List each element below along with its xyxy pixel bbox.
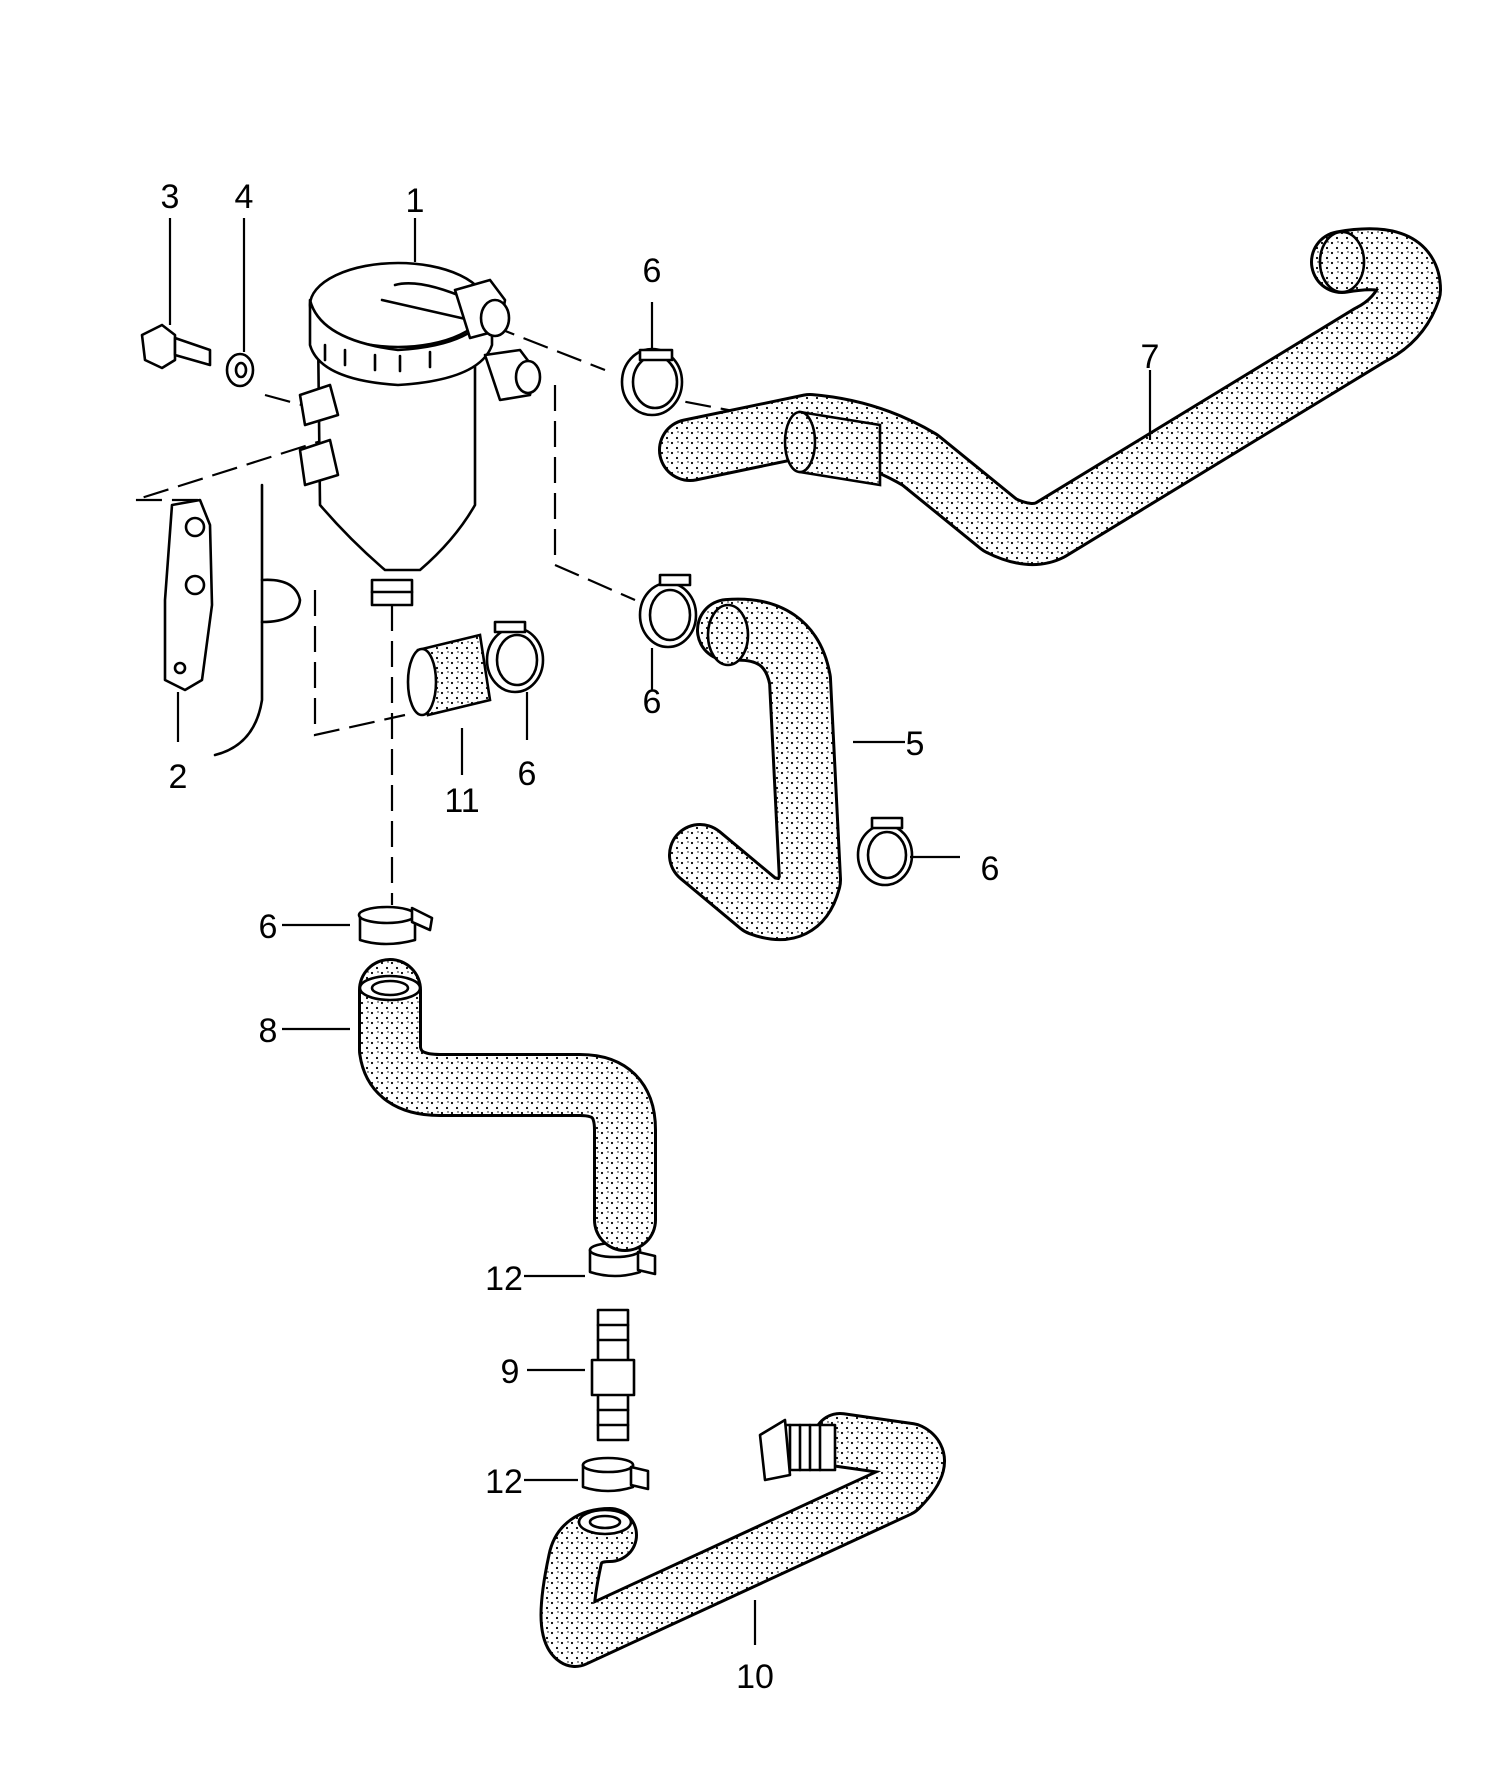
callout-label: 6 (259, 908, 278, 946)
callout-label: 6 (643, 252, 662, 290)
callout-label: 7 (1141, 338, 1160, 376)
sleeve (406, 633, 492, 717)
callout-label: 4 (235, 178, 254, 216)
callout-label: 3 (161, 178, 180, 216)
callout-label: 2 (169, 758, 188, 796)
hose-8 (358, 958, 657, 1252)
clamp-c (485, 620, 545, 694)
hose-clamps (357, 347, 914, 946)
callout-label: 6 (643, 683, 662, 721)
hose-7 (658, 227, 1442, 566)
hoses (358, 227, 1442, 1668)
hose-connector (590, 1308, 636, 1442)
callout-label: 11 (444, 782, 479, 820)
mounting-bracket (163, 498, 214, 692)
clamp-b (638, 573, 698, 649)
callout-label: 5 (906, 725, 925, 763)
callout-label: 12 (485, 1463, 523, 1501)
clamp-a (620, 347, 684, 417)
hose-5 (668, 597, 842, 941)
engine-outline (213, 483, 302, 757)
clamp-12-lower (581, 1456, 650, 1493)
callout-label: 12 (485, 1260, 523, 1298)
clamp-d (856, 816, 914, 887)
washer (225, 352, 255, 388)
small-clamps (581, 1241, 657, 1493)
clamp-e (357, 905, 434, 946)
callout-label: 10 (736, 1658, 774, 1696)
callout-label: 1 (406, 182, 425, 220)
callout-label: 8 (259, 1012, 278, 1050)
leader-lines (168, 218, 1152, 1645)
callout-label: 9 (501, 1353, 520, 1391)
callout-label: 6 (981, 850, 1000, 888)
bolt (140, 323, 212, 370)
hose-10 (539, 1412, 946, 1668)
oil-separator (298, 261, 542, 607)
callout-label: 6 (518, 755, 537, 793)
